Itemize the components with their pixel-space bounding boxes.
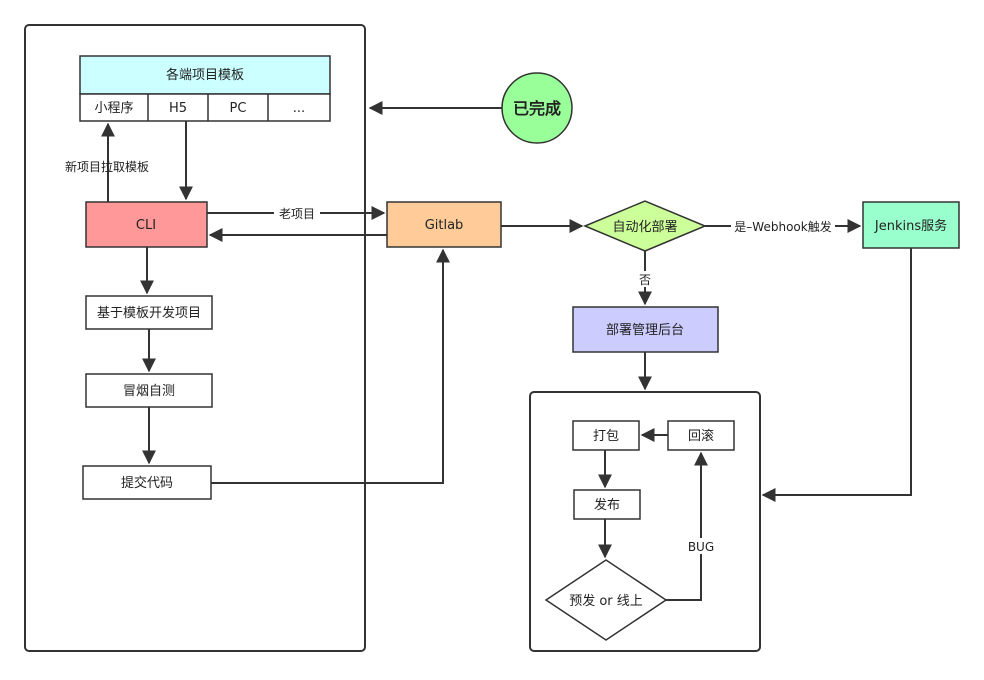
deploy-admin-node bbox=[572, 306, 719, 353]
templates-row-box bbox=[79, 93, 331, 122]
template-h5: H5 bbox=[169, 101, 187, 116]
template-more: ... bbox=[293, 101, 305, 116]
dev-from-template-label: 基于模板开发项目 bbox=[97, 305, 201, 321]
edge-submit-to-gitlab bbox=[211, 248, 450, 484]
template-pc: PC bbox=[230, 101, 247, 116]
publish-node bbox=[573, 489, 641, 520]
pre-or-online-label: 预发 or 线上 bbox=[569, 593, 643, 609]
auto-deploy-label: 自动化部署 bbox=[612, 220, 677, 235]
cli-label: CLI bbox=[136, 218, 156, 233]
edge-label-old-project: 老项目 bbox=[279, 207, 315, 221]
package-node bbox=[572, 420, 640, 451]
edge-label-no: 否 bbox=[639, 273, 651, 287]
templates-header-box bbox=[79, 55, 331, 95]
template-miniprogram: 小程序 bbox=[94, 101, 133, 116]
edge-jenkins-to-process bbox=[761, 248, 912, 502]
deploy-admin-label: 部署管理后台 bbox=[606, 323, 684, 338]
gitlab-node bbox=[386, 201, 502, 248]
submit-code-label: 提交代码 bbox=[121, 475, 173, 491]
edge-label-yes-webhook: 是–Webhook触发 bbox=[734, 219, 831, 234]
smoke-test-label: 冒烟自测 bbox=[123, 384, 175, 399]
edge-label-bug: BUG bbox=[688, 540, 714, 554]
jenkins-label: Jenkins服务 bbox=[874, 218, 947, 234]
submit-code-node bbox=[82, 465, 212, 500]
jenkins-node bbox=[862, 201, 960, 249]
deploy-process-container bbox=[529, 391, 761, 652]
smoke-test-node bbox=[85, 373, 213, 408]
rollback-label: 回滚 bbox=[688, 428, 714, 444]
edge-label-new-project: 新项目拉取模板 bbox=[65, 159, 149, 174]
package-label: 打包 bbox=[593, 429, 619, 444]
dev-from-template-node bbox=[85, 295, 213, 330]
edge-decision-to-rollback bbox=[666, 451, 708, 601]
gitlab-label: Gitlab bbox=[425, 218, 464, 233]
done-label: 已完成 bbox=[513, 99, 561, 118]
publish-label: 发布 bbox=[594, 497, 620, 513]
templates-title: 各端项目模板 bbox=[166, 67, 244, 83]
rollback-node bbox=[667, 420, 735, 451]
client-side-container bbox=[24, 24, 366, 652]
